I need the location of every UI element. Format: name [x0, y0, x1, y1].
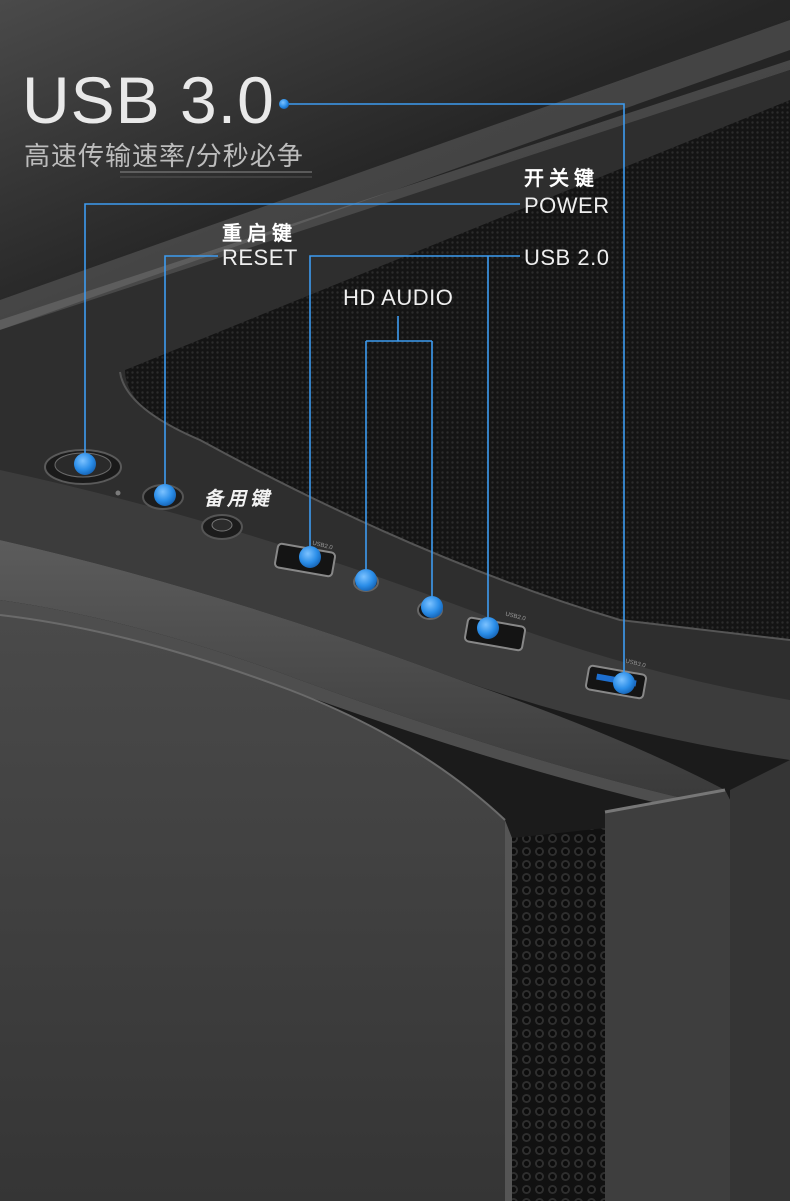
- headline-subtitle: 高速传输速率/分秒必争: [24, 142, 304, 172]
- usb2-label: USB 2.0: [524, 245, 610, 270]
- front-panel-right: [605, 790, 730, 1201]
- reset-label-cn: 重启键: [222, 221, 297, 245]
- callout-lines: [84, 103, 625, 683]
- headline-title: USB 3.0: [22, 63, 275, 137]
- front-mesh-vent: [512, 828, 605, 1201]
- reset-label-en: RESET: [222, 245, 298, 270]
- hd-audio-label: HD AUDIO: [343, 285, 454, 310]
- spare-button[interactable]: [201, 514, 243, 540]
- front-panel-left: [0, 615, 505, 1201]
- spare-button-label-cn: 备用键: [204, 488, 274, 510]
- power-label-en: POWER: [524, 193, 610, 218]
- led-indicator: [115, 490, 121, 496]
- callout-markers: [74, 99, 635, 694]
- power-label-cn: 开关键: [524, 166, 599, 190]
